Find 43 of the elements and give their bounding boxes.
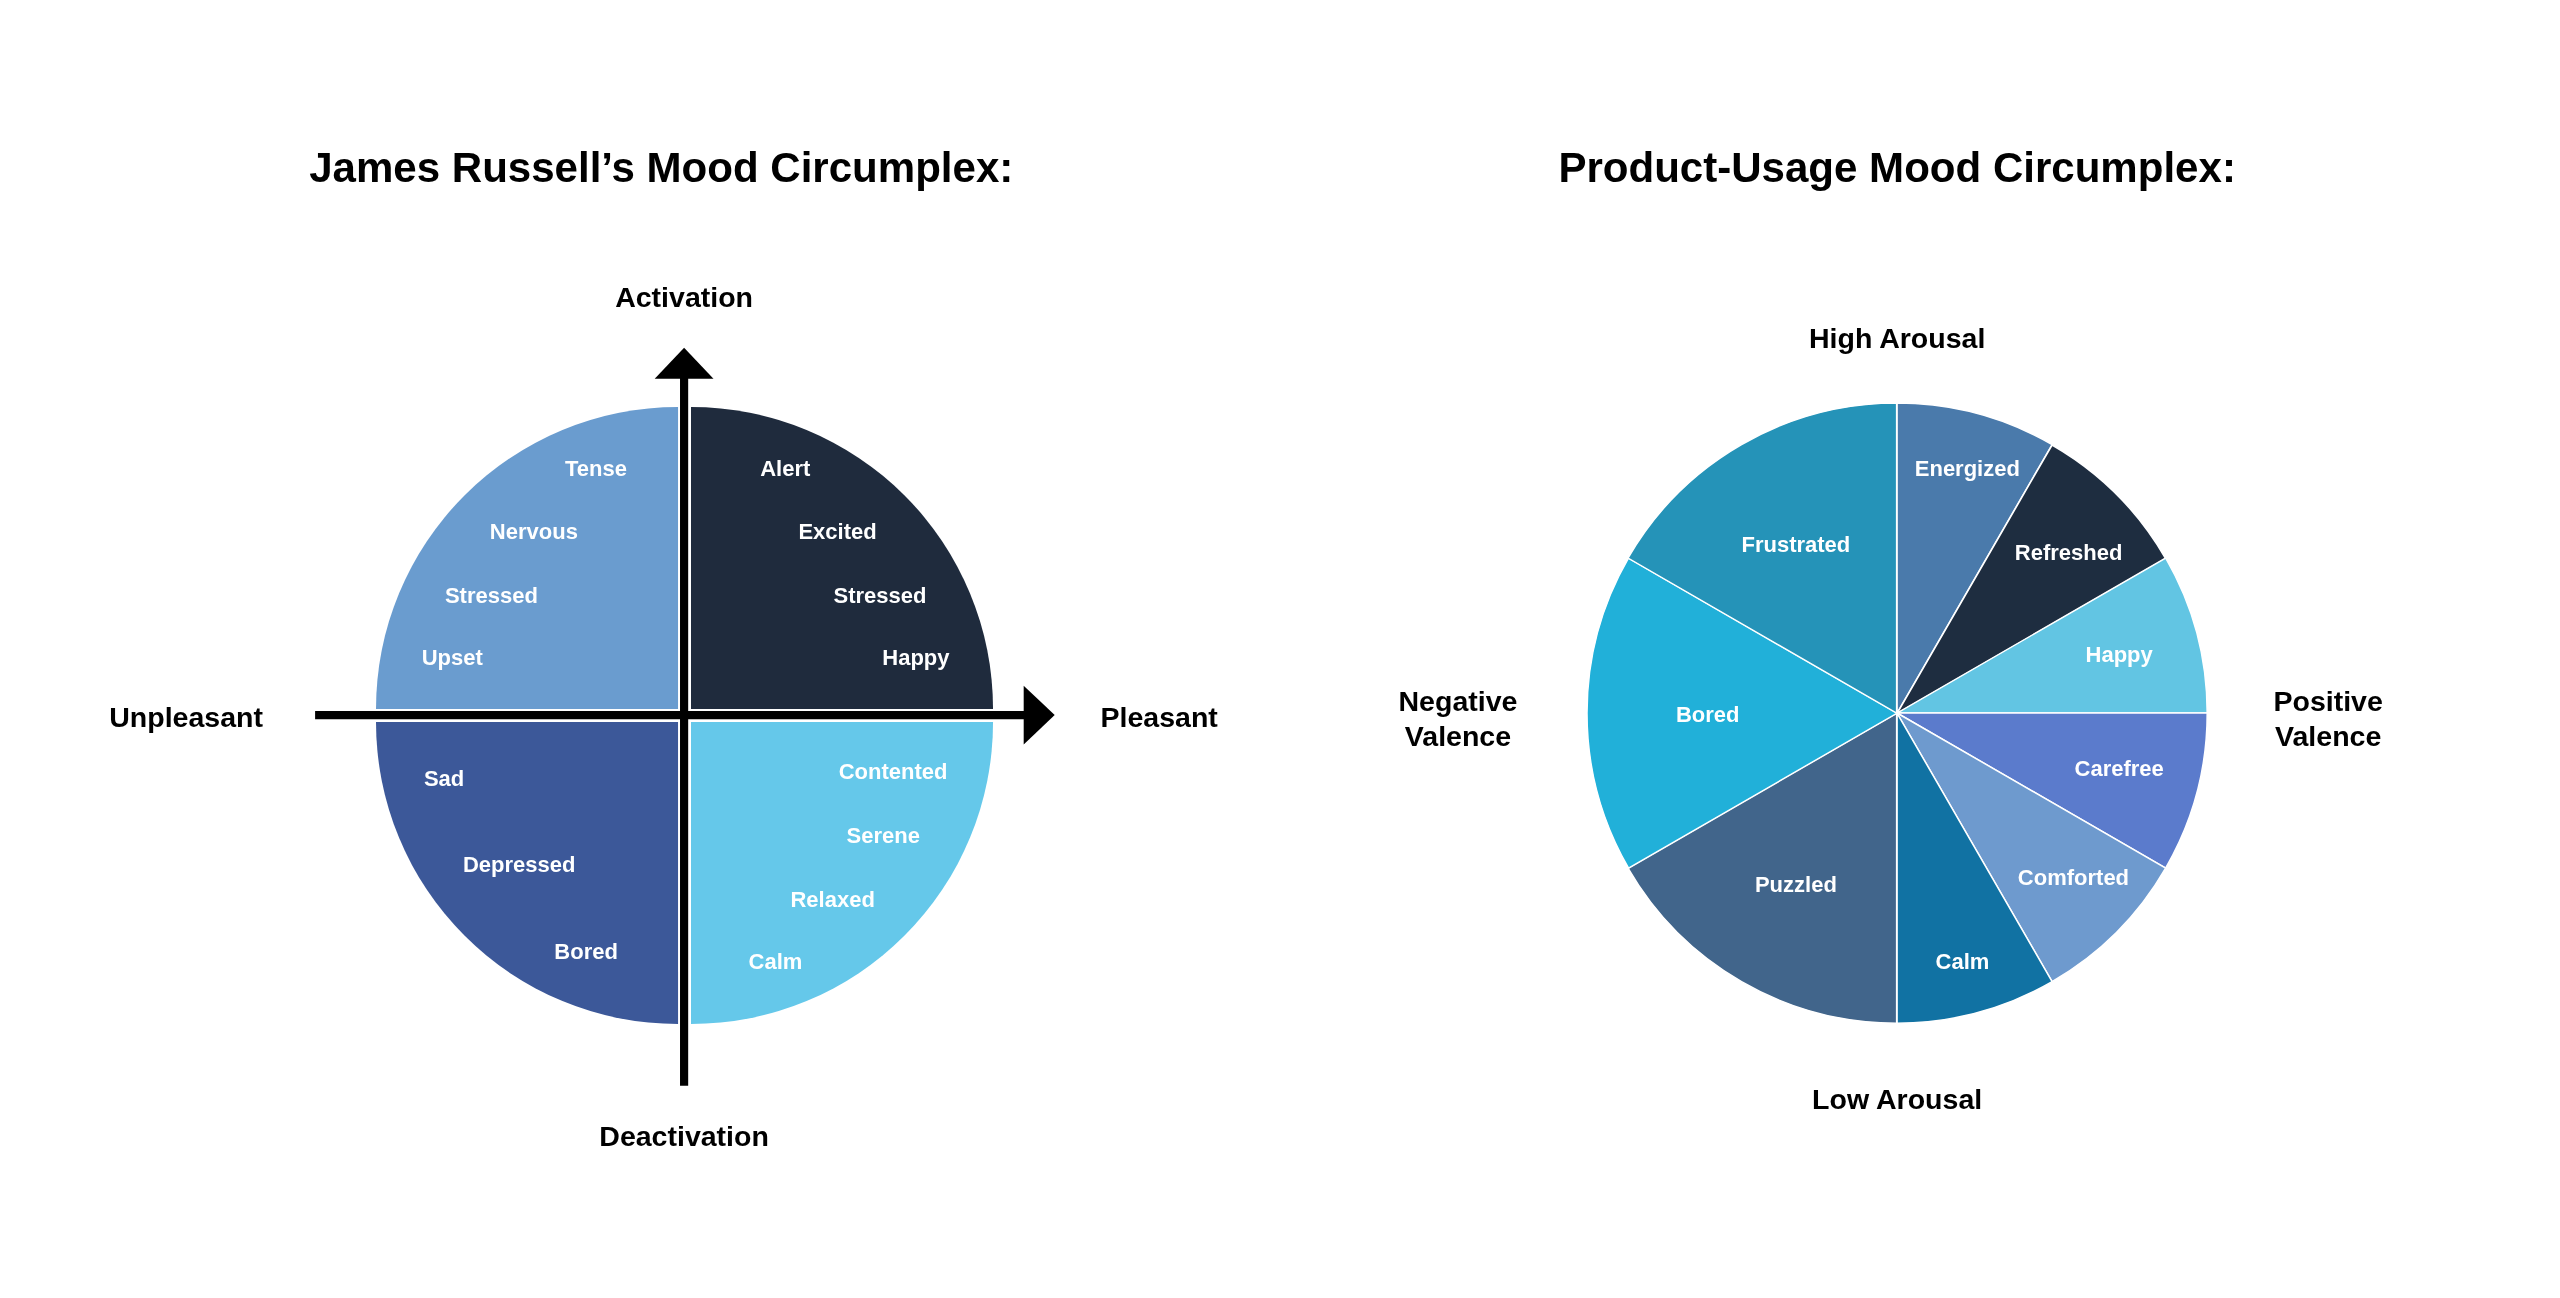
pie-slice (1897, 444, 2166, 714)
section-heading: Product-Usage Mood Circumplex: (1558, 144, 2236, 193)
mood-label: Bored (554, 938, 618, 965)
mood-label: Depressed (462, 852, 576, 879)
mood-label: Upset (421, 644, 483, 671)
pie-slice (1586, 558, 1898, 869)
axis-label: High Arousal (1808, 321, 1986, 355)
mood-label: Stressed (833, 582, 927, 609)
section-heading: James Russell’s Mood Circumplex: (309, 144, 1014, 193)
pie-slice (1897, 558, 2208, 714)
mood-label: Comforted (2017, 865, 2130, 892)
mood-label: Sad (423, 765, 465, 792)
mood-label: Nervous (489, 519, 578, 546)
mood-label: Puzzled (1754, 871, 1837, 898)
axis-label: Positive Valence (2272, 684, 2384, 753)
mood-label: Frustrated (1741, 532, 1851, 559)
mood-label: Tense (564, 455, 627, 482)
mood-label: Carefree (2074, 755, 2164, 782)
mood-label: Excited (798, 519, 877, 546)
mood-label: Happy (882, 644, 950, 671)
quadrant-sector (375, 721, 678, 1024)
mood-label: Happy (2085, 641, 2153, 668)
quadrant-sector (690, 406, 993, 709)
mood-label: Refreshed (2014, 540, 2123, 567)
axis-label: Activation (615, 280, 753, 314)
mood-label: Stressed (444, 582, 538, 609)
mood-label: Alert (760, 455, 811, 482)
mood-label: Contented (838, 759, 948, 786)
mood-label: Energized (1914, 455, 2020, 482)
pie-slice (1897, 713, 2166, 983)
mood-label: Calm (1935, 948, 1990, 975)
mood-label: Calm (748, 948, 803, 975)
quadrant-sector (375, 406, 678, 709)
axis-label: Pleasant (1100, 700, 1218, 734)
mood-label: Serene (846, 822, 920, 849)
mood-label: Bored (1675, 702, 1740, 729)
axis-label: Deactivation (599, 1119, 769, 1153)
quadrant-sector (690, 721, 993, 1024)
pie-slice (1897, 713, 2208, 869)
axis-label: Negative Valence (1397, 684, 1519, 753)
mood-label: Relaxed (790, 886, 875, 913)
axis-label: Unpleasant (109, 700, 263, 734)
axis-label: Low Arousal (1812, 1082, 1983, 1116)
